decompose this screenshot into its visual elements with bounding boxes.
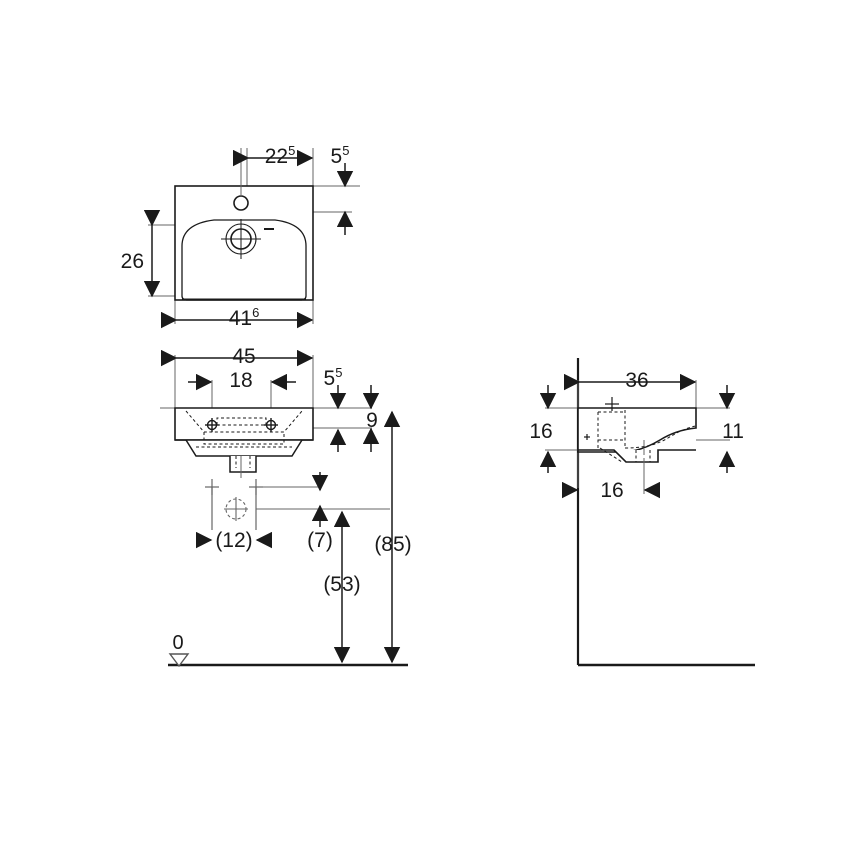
- top-view-bowl: [181, 219, 307, 301]
- side-view: 36 16 11 16: [529, 358, 755, 667]
- side-view-outline: [577, 407, 697, 463]
- dim-16-bottom-label: 16: [600, 479, 623, 502]
- datum-triangle: [168, 653, 190, 668]
- dim-26-label: 26: [121, 250, 144, 273]
- dim-18: 18: [188, 369, 296, 392]
- drain-hole: [221, 219, 261, 259]
- dim-9-label: 9: [366, 409, 378, 432]
- dim-22-5: 225: [232, 143, 314, 168]
- front-view-fixing-marks: [205, 418, 278, 432]
- dim-5-5-front: 55: [324, 365, 347, 452]
- dim-53-label: (53): [323, 573, 360, 596]
- dim-45-label: 45: [232, 345, 255, 368]
- front-view: 45 18 55 9: [160, 345, 412, 668]
- dim-12-label: (12): [215, 529, 252, 552]
- dim-16-left-label: 16: [529, 420, 552, 443]
- dim-16-bottom: 16: [561, 479, 661, 502]
- side-view-fixing-mark-2: [584, 434, 590, 440]
- fixing-hole-pattern: [205, 479, 390, 530]
- dim-41-6-label: 416: [229, 305, 260, 330]
- dim-41-6: 416: [160, 305, 314, 330]
- dim-5-5-top-label: 55: [331, 143, 350, 168]
- dim-7-label: (7): [307, 529, 333, 552]
- dim-5-5-top: 55: [331, 143, 354, 235]
- dim-11-label: 11: [722, 420, 744, 443]
- dim-22-5-label: 225: [265, 143, 296, 168]
- dim-5-5-front-label: 55: [324, 365, 343, 390]
- top-view: 225 55 26 416: [121, 143, 360, 330]
- side-view-fixing-mark: [605, 397, 619, 411]
- datum-marker: 0: [168, 632, 190, 668]
- waste-trap: [229, 456, 257, 478]
- dim-53: (53): [323, 510, 361, 664]
- dim-26: 26: [121, 209, 161, 298]
- dim-36-label: 36: [625, 369, 648, 392]
- dim-9: 9: [362, 385, 380, 452]
- dim-11: 11: [718, 385, 744, 473]
- side-view-hidden-lines: [597, 410, 697, 463]
- datum-label: 0: [172, 632, 183, 654]
- dim-45: 45: [160, 345, 314, 368]
- dim-7: (7): [307, 472, 333, 552]
- tap-hole: [233, 195, 249, 211]
- dim-12: (12): [195, 529, 273, 552]
- dim-85-label: (85): [374, 533, 411, 556]
- dim-36: 36: [563, 369, 697, 392]
- dim-16-left: 16: [529, 385, 557, 473]
- dim-18-label: 18: [229, 369, 252, 392]
- dim-85: (85): [374, 410, 412, 664]
